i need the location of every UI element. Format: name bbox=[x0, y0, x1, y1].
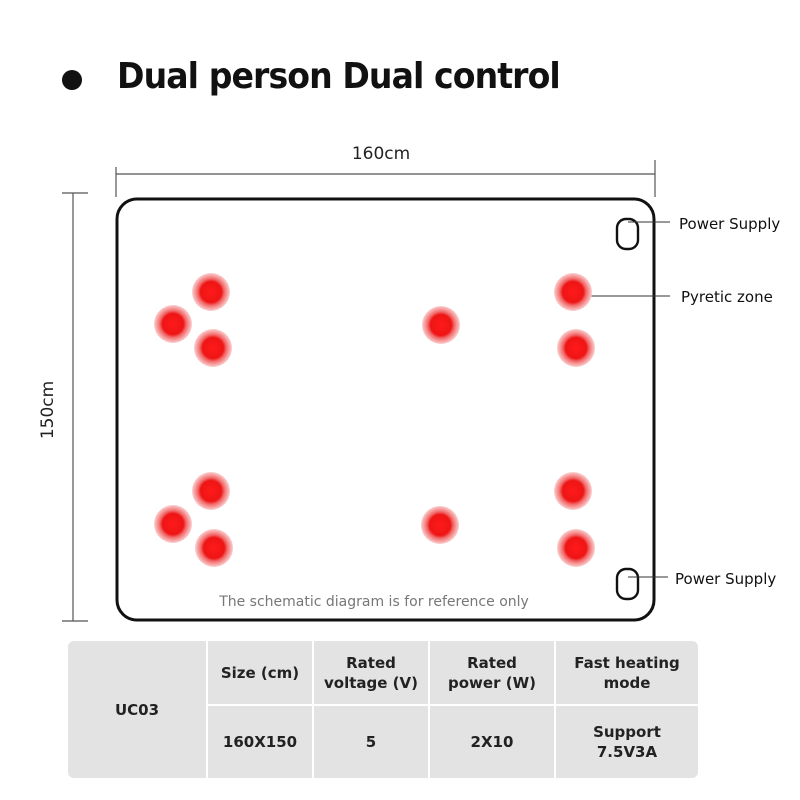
heating-zone bbox=[422, 306, 460, 344]
header-rated-voltage: Rated voltage (V) bbox=[324, 653, 418, 692]
heating-zone bbox=[554, 472, 592, 510]
heating-zone bbox=[154, 505, 192, 543]
table-divider bbox=[312, 641, 314, 778]
width-dimension: 160cm bbox=[115, 144, 656, 197]
page-title: Dual person Dual control bbox=[117, 56, 561, 97]
height-label: 150cm bbox=[38, 381, 58, 439]
bullet-dot bbox=[62, 70, 82, 90]
heating-zone bbox=[192, 273, 230, 311]
heating-zone bbox=[554, 273, 592, 311]
power-supply-top-label: Power Supply bbox=[679, 215, 780, 233]
heating-zones bbox=[154, 273, 595, 567]
power-connector-top bbox=[615, 217, 640, 251]
heating-zone bbox=[154, 305, 192, 343]
model-cell: UC03 bbox=[114, 700, 160, 719]
header-fast-heating: Fast heating mode bbox=[574, 653, 680, 692]
table-divider bbox=[554, 641, 556, 778]
heating-zone bbox=[557, 329, 595, 367]
heating-zone bbox=[421, 506, 459, 544]
spec-table: UC03 Size (cm) Rated voltage (V) Rated p… bbox=[68, 641, 698, 778]
power-connector-bottom bbox=[615, 567, 640, 601]
table-divider bbox=[428, 641, 430, 778]
heating-pad-diagram: 160cm 150cm Power Supply Pyretic zone Po… bbox=[38, 144, 780, 622]
heating-zone bbox=[557, 529, 595, 567]
value-rated-power: 2X10 bbox=[470, 733, 514, 751]
header-rated-power: Rated power (W) bbox=[448, 653, 536, 692]
table-divider bbox=[206, 704, 698, 706]
heating-zone bbox=[194, 329, 232, 367]
width-label: 160cm bbox=[352, 144, 410, 164]
pad-outline bbox=[115, 197, 656, 622]
power-supply-bottom-label: Power Supply bbox=[675, 570, 776, 588]
heating-zone bbox=[192, 472, 230, 510]
value-rated-voltage: 5 bbox=[365, 733, 377, 751]
reference-note: The schematic diagram is for reference o… bbox=[218, 594, 529, 610]
table-divider bbox=[206, 641, 208, 778]
header-size: Size (cm) bbox=[220, 663, 300, 682]
value-fast-heating: Support 7.5V3A bbox=[593, 723, 661, 761]
pyretic-zone-label: Pyretic zone bbox=[681, 288, 773, 306]
height-dimension: 150cm bbox=[38, 192, 88, 622]
value-size: 160X150 bbox=[222, 733, 298, 751]
heating-zone bbox=[195, 529, 233, 567]
